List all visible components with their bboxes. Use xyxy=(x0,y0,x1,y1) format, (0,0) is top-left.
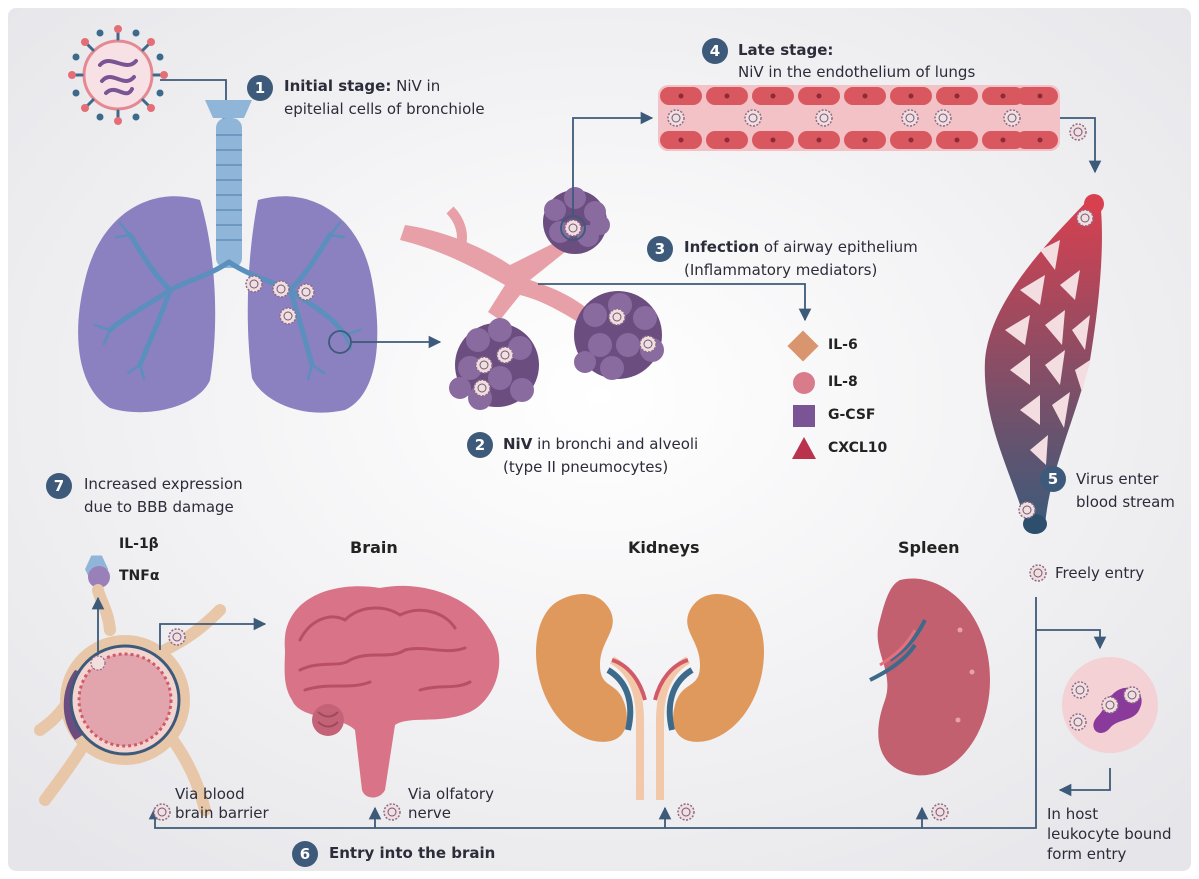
legend-il6: IL-6 xyxy=(828,337,858,353)
step-5-badge: 5 xyxy=(1040,466,1066,492)
step-6-badge: 6 xyxy=(292,841,318,867)
step-4-bold: Late stage: xyxy=(738,41,833,59)
step-5-title: Virus enter xyxy=(1076,470,1158,489)
leukocyte-entry-line-1: In host xyxy=(1047,805,1098,824)
step-2-subtitle: (type II pneumocytes) xyxy=(503,458,668,477)
legend-gcsf: G-CSF xyxy=(828,407,875,423)
organ-kidneys-label: Kidneys xyxy=(628,538,700,557)
step-1-bold: Initial stage: xyxy=(284,77,391,95)
step-2-badge: 2 xyxy=(467,432,493,458)
step-1-subtitle: epitelial cells of bronchiole xyxy=(284,100,485,119)
step-1-text: NiV in xyxy=(391,77,440,95)
endothelium-vessel-illustration xyxy=(658,85,1060,151)
legend-il1b: IL-1β xyxy=(119,536,159,552)
olfactory-entry-line-1: Via olfatory xyxy=(408,785,494,804)
organ-brain-label: Brain xyxy=(350,538,398,557)
legend-tnfa: TNFα xyxy=(119,568,159,584)
step-7-subtitle: due to BBB damage xyxy=(84,498,234,517)
step-3-bold: Infection xyxy=(684,238,759,256)
step-7-title: Increased expression xyxy=(84,475,243,494)
step-3-text: of airway epithelium xyxy=(759,238,918,256)
legend-il8: IL-8 xyxy=(828,374,858,390)
step-3-title: Infection of airway epithelium xyxy=(684,238,918,257)
step-4-badge: 4 xyxy=(702,38,728,64)
step-1-title: Initial stage: NiV in xyxy=(284,77,440,96)
step-1-badge: 1 xyxy=(247,75,273,101)
leukocyte-entry-line-3: form entry xyxy=(1047,845,1126,864)
step-2-text: in bronchi and alveoli xyxy=(532,435,698,453)
freely-entry-label: Freely entry xyxy=(1055,564,1144,583)
step-4-subtitle: NiV in the endothelium of lungs xyxy=(738,63,975,82)
leukocyte-illustration xyxy=(1062,657,1158,753)
step-4-title: Late stage: xyxy=(738,41,833,60)
step-5-subtitle: blood stream xyxy=(1076,493,1175,512)
step-7-badge: 7 xyxy=(46,473,72,499)
bbb-entry-line-1: Via blood xyxy=(175,785,245,804)
leukocyte-entry-line-2: leukocyte bound xyxy=(1047,825,1171,844)
bbb-entry-line-2: brain barrier xyxy=(175,804,269,823)
step-2-title: NiV in bronchi and alveoli xyxy=(503,435,698,454)
step-2-bold: NiV xyxy=(503,435,532,453)
il8-circle-icon xyxy=(793,372,815,394)
legend-cxcl10: CXCL10 xyxy=(828,440,887,456)
olfactory-entry-line-2: nerve xyxy=(408,804,451,823)
step-3-badge: 3 xyxy=(647,236,673,262)
step-3-subtitle: (Inflammatory mediators) xyxy=(684,261,877,280)
step-6-title: Entry into the brain xyxy=(329,844,495,863)
gcsf-square-icon xyxy=(793,405,815,427)
organ-spleen-label: Spleen xyxy=(898,538,960,557)
nipah-virus-icon xyxy=(68,25,168,125)
